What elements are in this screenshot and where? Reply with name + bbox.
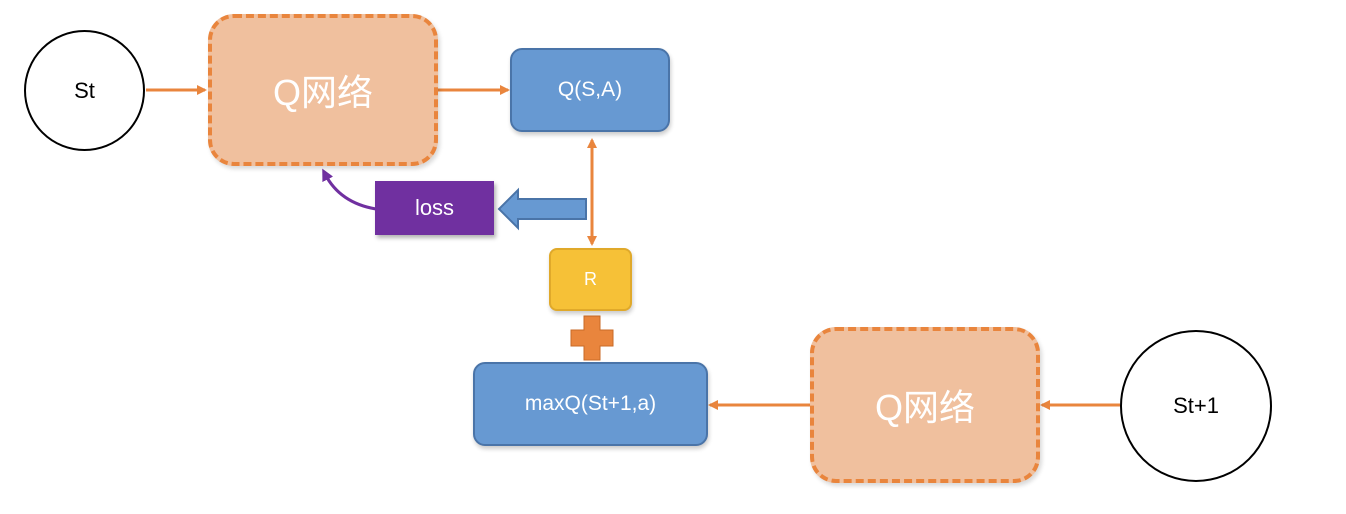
state-t1-node: St+1 <box>1120 330 1272 482</box>
reward-node: R <box>549 248 632 311</box>
plus-sign <box>570 315 614 361</box>
loss-label: loss <box>414 195 455 220</box>
max-q-next-label: maxQ(St+1,a) <box>524 392 657 415</box>
loss-node: loss <box>375 181 494 235</box>
q-value-node: Q(S,A) <box>510 48 670 132</box>
block-arrow-to-loss <box>497 187 587 231</box>
state-t1-label: St+1 <box>1173 393 1219 418</box>
q-value-label: Q(S,A) <box>557 78 623 101</box>
q-network-top-label: Q网络 <box>272 72 373 113</box>
q-network-bottom-label: Q网络 <box>874 387 975 428</box>
reward-label: R <box>584 269 597 289</box>
q-network-top-node: Q网络 <box>208 14 438 166</box>
max-q-next-node: maxQ(St+1,a) <box>473 362 708 446</box>
state-t-node: St <box>24 30 145 151</box>
q-network-bottom-node: Q网络 <box>810 327 1040 483</box>
arrow-loss-to-qnet <box>322 168 377 211</box>
state-t-label: St <box>74 77 95 103</box>
